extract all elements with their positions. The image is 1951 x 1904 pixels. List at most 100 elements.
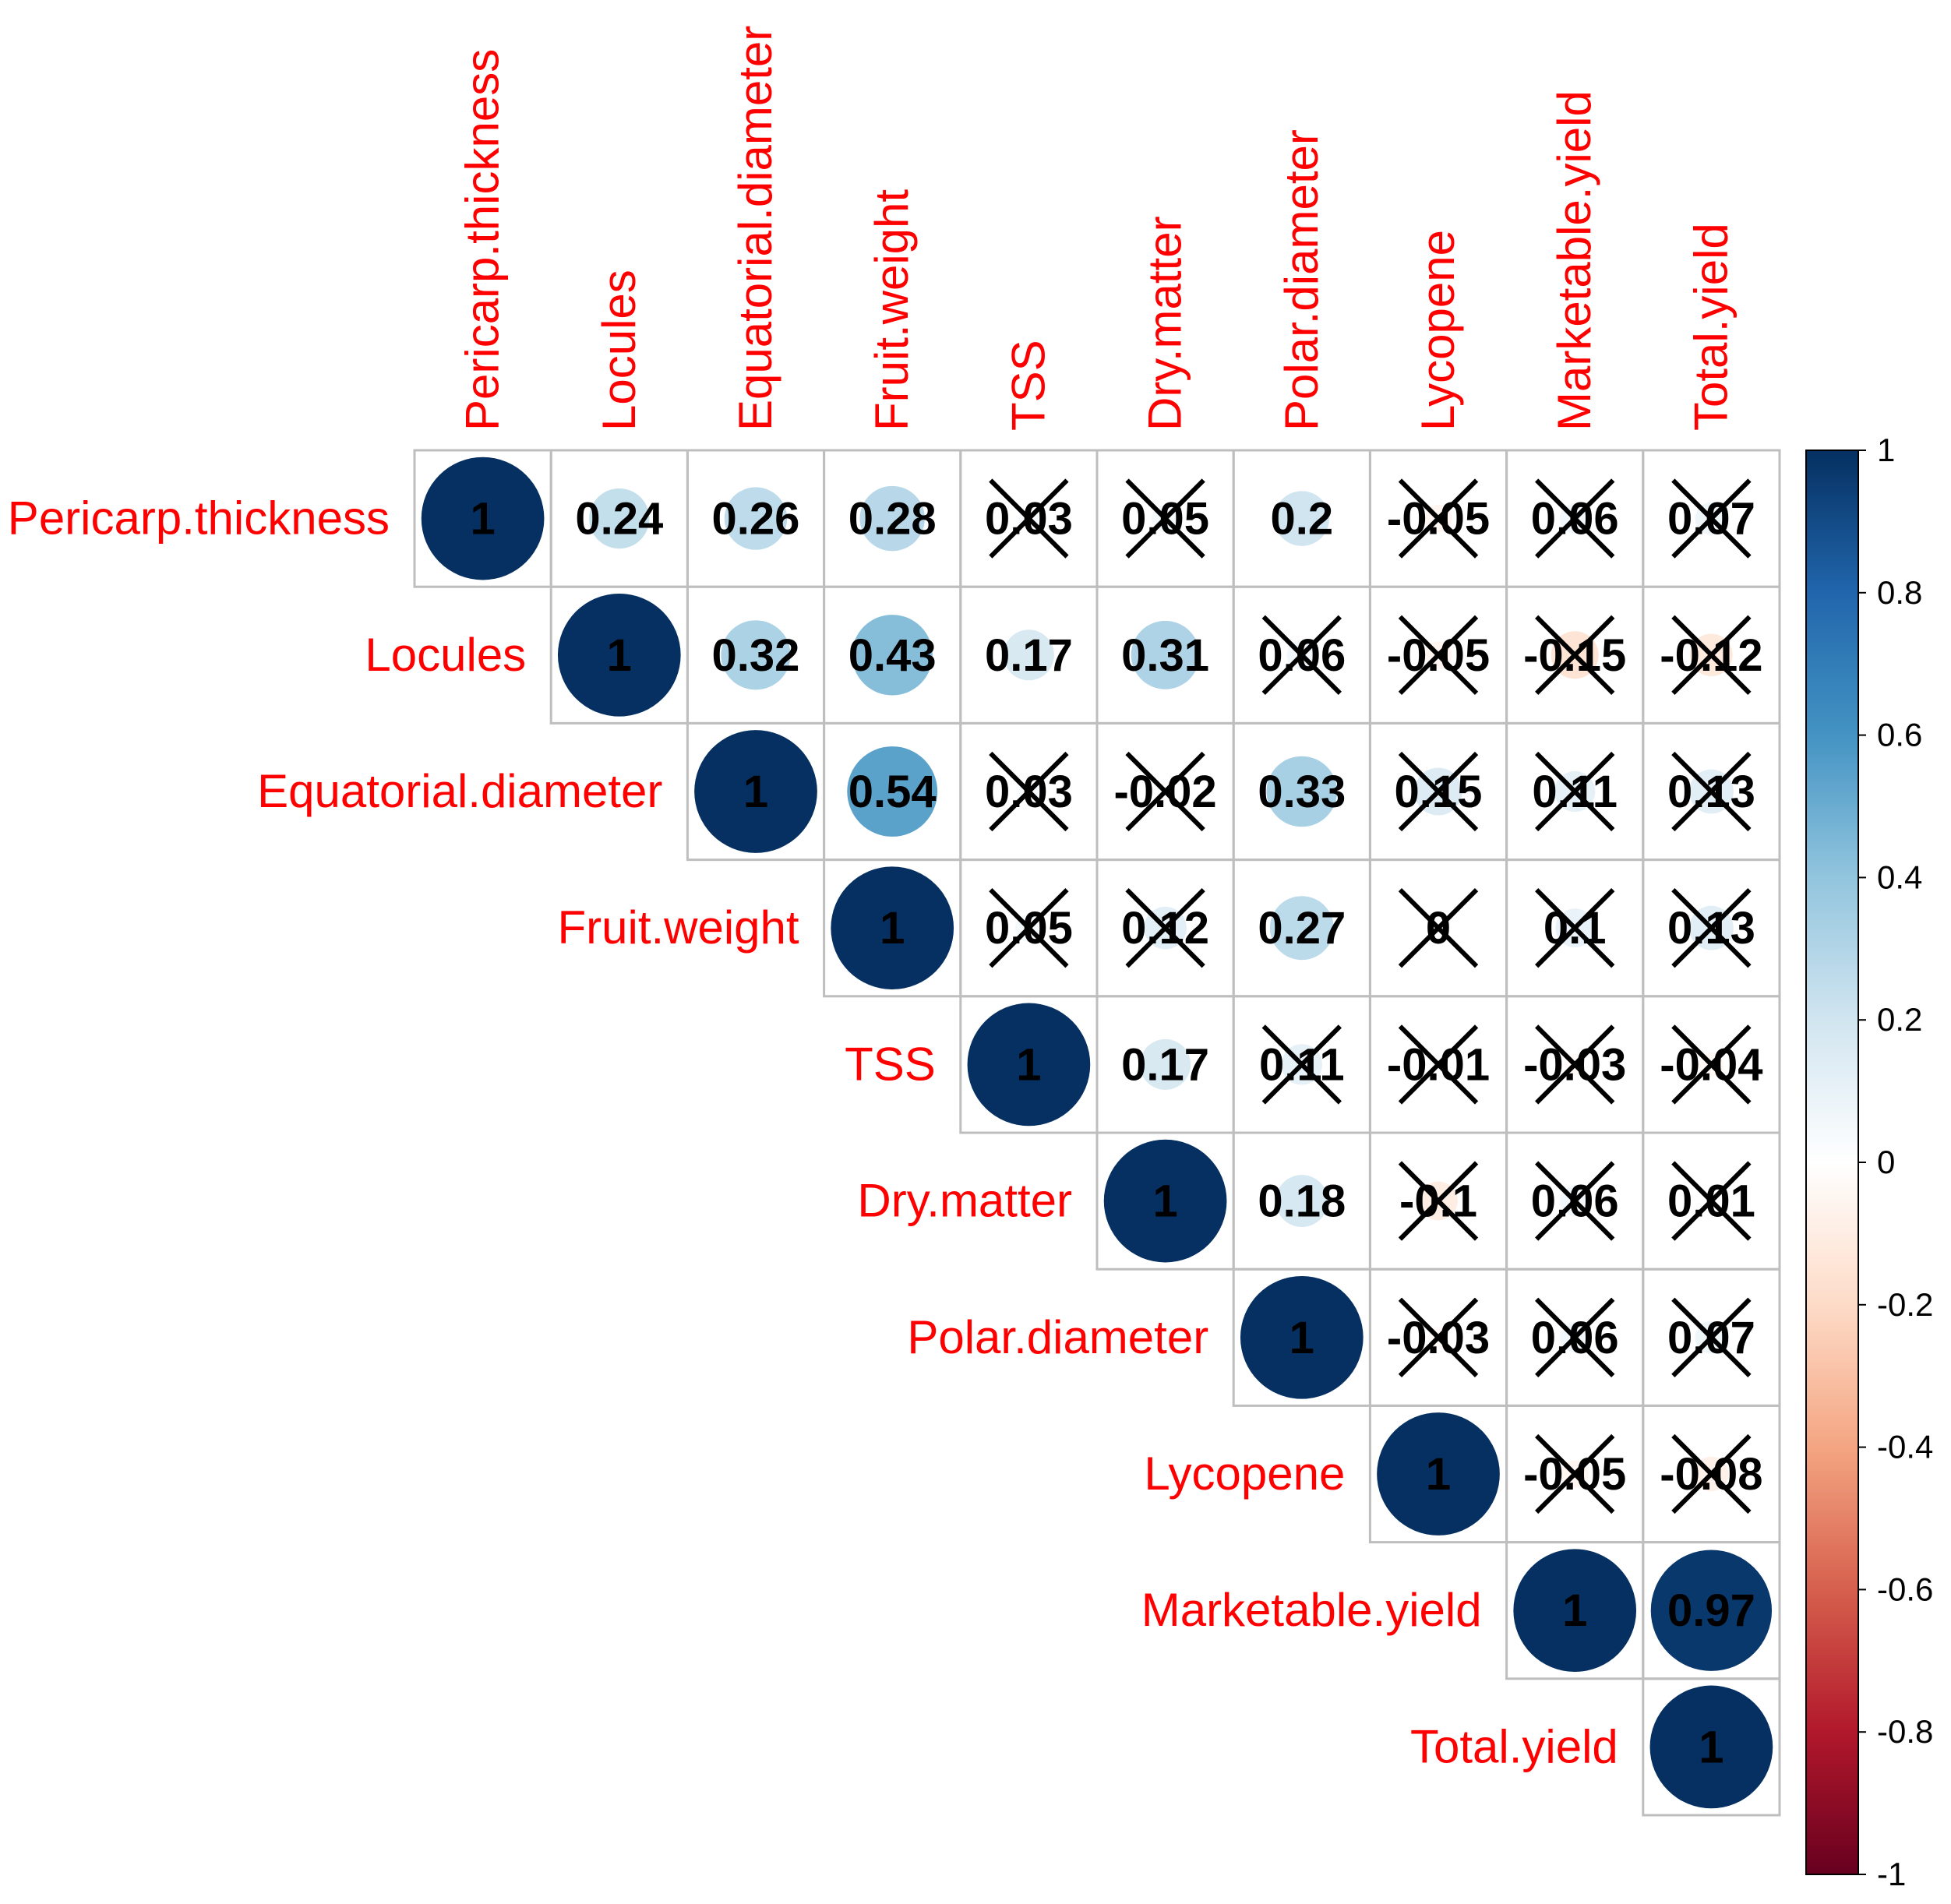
- colorbar-tick-label: -0.4: [1877, 1429, 1933, 1465]
- insignificance-cross: [1535, 888, 1615, 968]
- column-label: TSS: [1002, 340, 1054, 431]
- row-label: Lycopene: [1144, 1447, 1345, 1500]
- colorbar: 10.80.60.40.20-0.2-0.4-0.6-0.8-1: [1805, 432, 1933, 1892]
- insignificance-cross: [1398, 1297, 1479, 1377]
- insignificance-cross: [1535, 478, 1615, 559]
- correlation-value: 1: [1699, 1722, 1723, 1772]
- row-label: Dry.matter: [857, 1175, 1072, 1227]
- correlation-value: 0.28: [848, 494, 937, 545]
- correlation-value: 0.54: [848, 767, 937, 817]
- correlation-values: 10.240.260.280.030.050.2-0.050.060.0710.…: [470, 494, 1762, 1773]
- correlation-circle: [852, 615, 933, 696]
- insignificance-cross: [1398, 751, 1479, 832]
- colorbar-tick-label: -0.8: [1877, 1713, 1933, 1750]
- correlation-value: 0.24: [575, 494, 663, 545]
- column-label: Pericarp.thickness: [457, 49, 509, 431]
- insignificance-cross: [1671, 1433, 1752, 1514]
- insignificance-crosses: [989, 478, 1752, 1514]
- correlation-circle: [557, 593, 681, 717]
- correlation-circle: [589, 488, 650, 549]
- correlation-circle: [1649, 1685, 1773, 1809]
- insignificance-cross: [1125, 751, 1205, 832]
- correlation-value: 0.97: [1667, 1585, 1755, 1636]
- correlation-circle: [1240, 1275, 1364, 1399]
- correlation-circle: [1650, 1550, 1773, 1671]
- correlation-circle: [1513, 1549, 1637, 1673]
- correlation-circle: [1269, 896, 1334, 961]
- correlation-value: 1: [880, 903, 905, 954]
- insignificance-cross: [1535, 615, 1615, 695]
- row-label: Fruit.weight: [557, 901, 799, 954]
- correlation-value: 1: [743, 767, 768, 817]
- row-label: Equatorial.diameter: [257, 765, 662, 817]
- column-label: Polar.diameter: [1275, 129, 1328, 431]
- insignificance-cross: [1535, 751, 1615, 832]
- colorbar-tick-label: 0.8: [1877, 574, 1922, 611]
- correlation-value: 0.26: [712, 494, 800, 545]
- correlation-value: 0.32: [712, 630, 800, 681]
- column-label: Total.yield: [1685, 223, 1737, 431]
- insignificance-cross: [1261, 615, 1342, 695]
- colorbar-tick-label: 1: [1877, 432, 1895, 468]
- correlation-value: 0.33: [1258, 767, 1346, 817]
- correlation-value: 1: [470, 494, 495, 545]
- insignificance-cross: [1671, 751, 1752, 832]
- insignificance-cross: [989, 751, 1069, 832]
- correlation-value: 0.18: [1258, 1176, 1346, 1227]
- insignificance-cross: [1125, 888, 1205, 968]
- insignificance-cross: [1535, 1161, 1615, 1241]
- insignificance-cross: [1671, 1161, 1752, 1241]
- row-label: Locules: [365, 629, 526, 681]
- correlation-circle: [847, 746, 938, 837]
- correlation-circle: [1377, 1412, 1500, 1536]
- column-label: Locules: [593, 270, 645, 431]
- colorbar-tick-label: 0.4: [1877, 859, 1922, 895]
- colorbar-gradient: [1805, 450, 1859, 1875]
- row-label: TSS: [845, 1038, 936, 1090]
- row-label: Polar.diameter: [907, 1311, 1208, 1363]
- colorbar-tick-label: 0: [1877, 1144, 1895, 1180]
- insignificance-cross: [1398, 615, 1479, 695]
- insignificance-cross: [1398, 1161, 1479, 1241]
- row-label: Pericarp.thickness: [8, 492, 390, 545]
- column-label: Dry.matter: [1139, 216, 1191, 431]
- insignificance-cross: [1535, 1433, 1615, 1514]
- correlation-circle: [1003, 629, 1054, 681]
- insignificance-cross: [1398, 888, 1479, 968]
- row-label: Marketable.yield: [1141, 1584, 1482, 1636]
- column-label: Fruit.weight: [866, 189, 918, 431]
- colorbar-tick-label: -0.2: [1877, 1286, 1933, 1323]
- correlation-circle: [1266, 756, 1338, 827]
- correlation-circle: [967, 1003, 1091, 1127]
- insignificance-cross: [1671, 888, 1752, 968]
- correlation-circle: [831, 866, 954, 990]
- grid-cell: [1642, 1677, 1781, 1817]
- correlation-circle: [1103, 1139, 1227, 1263]
- correlation-value: 0.17: [1121, 1039, 1209, 1090]
- insignificance-cross: [1125, 478, 1205, 559]
- matrix-grid: [413, 449, 1781, 1817]
- correlation-value: 0.31: [1121, 630, 1209, 681]
- row-label: Total.yield: [1410, 1720, 1618, 1772]
- correlation-value: 0.43: [848, 630, 937, 681]
- insignificance-cross: [1398, 1024, 1479, 1105]
- insignificance-cross: [1261, 1024, 1342, 1105]
- correlation-value: 1: [1426, 1449, 1451, 1500]
- column-label: Marketable.yield: [1548, 90, 1600, 431]
- correlation-value: 1: [607, 630, 632, 681]
- colorbar-tick-label: 0.6: [1877, 717, 1922, 753]
- insignificance-cross: [1535, 1297, 1615, 1377]
- correlation-circle: [1131, 620, 1200, 689]
- column-label: Equatorial.diameter: [729, 26, 781, 431]
- correlation-value: 0.27: [1258, 903, 1346, 954]
- correlation-circle: [1274, 491, 1330, 546]
- correlation-circle: [1140, 1038, 1191, 1090]
- insignificance-cross: [1535, 1024, 1615, 1105]
- correlation-circle: [421, 457, 545, 580]
- correlation-value: 1: [1562, 1585, 1587, 1636]
- insignificance-cross: [1398, 478, 1479, 559]
- insignificance-cross: [989, 478, 1069, 559]
- row-labels: Pericarp.thicknessLoculesEquatorial.diam…: [8, 492, 1618, 1773]
